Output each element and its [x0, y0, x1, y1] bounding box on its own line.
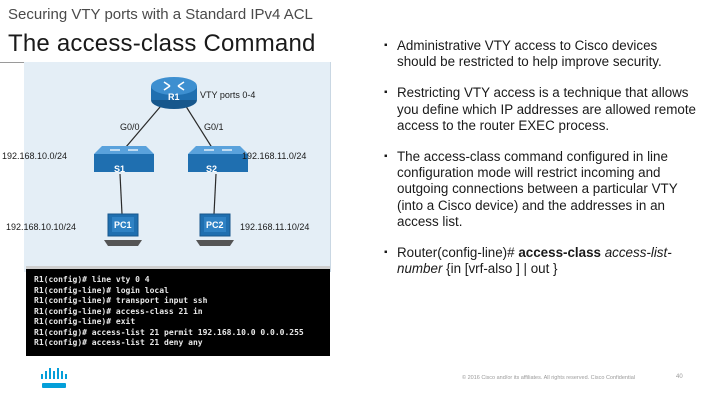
topology-diagram: R1 VTY ports 0-4 G0/0 G0/1 192.168.10.0/…: [2, 62, 331, 272]
cisco-logo-icon: [41, 368, 67, 388]
syntax-argument: access-list-number: [397, 245, 672, 277]
pc1-label: PC1: [114, 220, 132, 230]
slide-title: The access-class Command: [8, 30, 316, 57]
g01-interface-label: G0/1: [204, 122, 224, 132]
syntax-command: access-class: [518, 245, 601, 261]
link-r1-s1: [119, 99, 167, 155]
switch-icon: [94, 146, 154, 172]
link-s1-pc1: [119, 173, 123, 215]
terminal-line: R1(config-line)# transport input ssh: [34, 296, 208, 305]
topology-links: [94, 77, 248, 246]
section-title: Securing VTY ports with a Standard IPv4 …: [8, 6, 313, 23]
network2-label: 192.168.11.0/24: [242, 151, 307, 161]
network1-label: 192.168.10.0/24: [2, 151, 68, 161]
bullet-item: Restricting VTY access is a technique th…: [384, 85, 696, 134]
terminal-line: R1(config)# line vty 0 4: [34, 275, 150, 284]
footer-copyright: © 2016 Cisco and/or its affiliates. All …: [462, 375, 636, 381]
router-label: R1: [168, 92, 180, 102]
pc-icon: [196, 213, 234, 246]
g00-interface-label: G0/0: [120, 122, 140, 132]
terminal-line: R1(config-line)# login local: [34, 285, 169, 295]
bullet-list: Administrative VTY access to Cisco devic…: [384, 38, 696, 292]
link-r1-s2: [181, 99, 217, 155]
terminal-line: R1(config)# access-list 21 deny any: [34, 338, 203, 347]
bullet-item: Administrative VTY access to Cisco devic…: [384, 38, 696, 70]
syntax-suffix: {in [vrf-also ] | out }: [442, 261, 558, 277]
router-icon: [151, 77, 197, 109]
pc2-ip-label: 192.168.11.10/24: [240, 222, 310, 232]
s1-label: S1: [114, 164, 126, 174]
pc1-ip-label: 192.168.10.10/24: [6, 222, 77, 232]
terminal-line: R1(config-line)# access-class 21 in: [34, 306, 203, 316]
s2-label: S2: [206, 164, 218, 174]
link-s2-pc2: [213, 173, 217, 215]
bullet-item: The access-class command configured in l…: [384, 149, 696, 230]
page-number: 40: [676, 374, 683, 380]
bullet-item-syntax: Router(config-line)# access-class access…: [384, 245, 696, 277]
pc2-label: PC2: [206, 220, 224, 230]
terminal-line: R1(config)# access-list 21 permit 192.16…: [34, 327, 304, 337]
pc-icon: [104, 213, 142, 246]
switch-icon: [188, 146, 248, 172]
terminal-line: R1(config-line)# exit: [34, 317, 136, 326]
vty-ports-label: VTY ports 0-4: [200, 90, 256, 100]
syntax-prefix: Router(config-line)#: [397, 245, 519, 261]
cli-terminal: R1(config)# line vty 0 4 R1(config-line)…: [26, 266, 330, 356]
